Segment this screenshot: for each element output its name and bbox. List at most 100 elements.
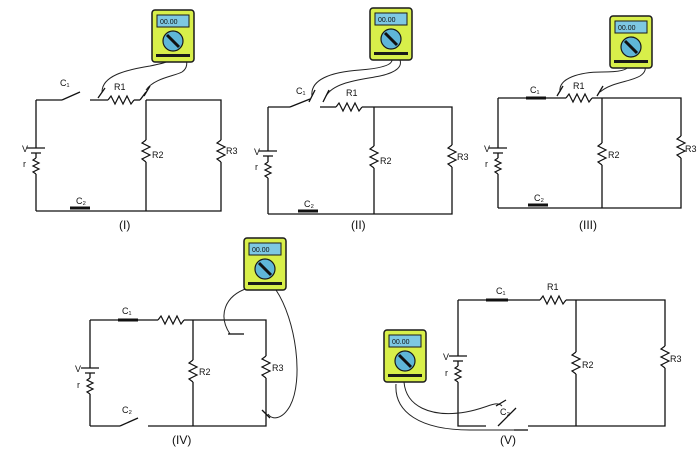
probe-tip (97, 87, 106, 99)
resistor-r2 (596, 142, 608, 166)
label-r2: R2 (152, 150, 164, 160)
multimeter-icon: 00.00 (243, 237, 287, 291)
battery-cell (489, 147, 507, 154)
label-r: r (485, 159, 488, 169)
meter-display: 00.00 (252, 247, 270, 254)
label-c2: C₂ (500, 407, 510, 417)
battery-cell (27, 147, 45, 154)
resistor-r1 (335, 101, 363, 113)
battery-cell (259, 150, 277, 157)
probe-tip (322, 89, 330, 103)
label-r2: R2 (380, 156, 392, 166)
probe-lead (311, 59, 393, 97)
resistor-r-internal (493, 157, 503, 175)
probe-lead (395, 383, 520, 431)
label-c1: C₁ (530, 85, 540, 95)
probe-lead (101, 57, 172, 93)
multimeter-icon: 00.00 (383, 329, 427, 383)
label-r: r (255, 162, 258, 172)
circuit-5: C₁ R1 R2 R3 V r C₂ (V) 00.00 (383, 282, 682, 447)
resistor-r1 (107, 94, 135, 106)
label-v: V (484, 144, 490, 154)
meter-display: 00.00 (618, 25, 636, 32)
label-r: r (445, 368, 448, 378)
meter-display: 00.00 (378, 17, 396, 24)
label-r3: R3 (226, 146, 238, 156)
label-c1: C₁ (60, 78, 70, 88)
label-v: V (75, 364, 81, 374)
multimeter-icon: 00.00 (369, 7, 413, 61)
label-r2: R2 (608, 150, 620, 160)
resistor-r2 (368, 145, 380, 169)
probe-tip (556, 85, 564, 97)
resistor-r3 (446, 144, 458, 168)
label-c1: C₁ (296, 86, 306, 96)
probe-lead (559, 65, 629, 93)
resistor-r1 (565, 92, 593, 104)
label-c1: C₁ (496, 286, 506, 296)
numeral-v: (V) (500, 433, 516, 447)
probe-tip (261, 409, 271, 419)
label-c2: C₂ (122, 405, 132, 415)
resistor-r2 (187, 359, 199, 383)
circuit-1: C₁ R1 R2 R3 V r C₂ (I) 00.00 (22, 9, 238, 232)
label-c2: C₂ (534, 193, 544, 203)
multimeter-icon: 00.00 (609, 15, 653, 69)
switch-c2 (497, 407, 517, 427)
multimeter-icon: 00.00 (151, 9, 195, 63)
circuit-4: C₁ R2 R3 V r C₂ (IV) 00.00 (75, 237, 298, 447)
numeral-ii: (II) (351, 218, 366, 232)
probe-lead (403, 381, 503, 414)
label-r2: R2 (199, 367, 211, 377)
resistor-r-internal (453, 365, 463, 383)
resistor-r2 (140, 139, 152, 163)
label-r3: R3 (670, 354, 682, 364)
label-r1: R1 (114, 82, 126, 92)
resistor-r3 (659, 345, 671, 369)
label-c2: C₂ (304, 199, 314, 209)
resistor-r-internal (85, 377, 95, 395)
probe-lead (267, 289, 298, 419)
probe-tip (495, 399, 507, 407)
resistor-r1 (539, 294, 567, 306)
label-r3: R3 (272, 363, 284, 373)
resistor-r3 (675, 135, 687, 159)
probe-lead (325, 59, 401, 97)
label-r1: R1 (346, 88, 358, 98)
resistor-r3 (260, 355, 272, 379)
resistor-r-internal (31, 157, 41, 175)
label-v: V (22, 144, 28, 154)
switch-c2 (119, 417, 139, 427)
label-c2: C₂ (76, 196, 86, 206)
resistor-r1 (157, 314, 185, 326)
label-r: r (77, 380, 80, 390)
probe-tip (143, 85, 151, 97)
label-r: r (23, 159, 26, 169)
numeral-iv: (IV) (172, 433, 191, 447)
probe-lead (223, 286, 263, 335)
label-v: V (443, 352, 449, 362)
label-c1: C₁ (122, 306, 132, 316)
meter-display: 00.00 (392, 339, 410, 346)
battery-cell (449, 355, 467, 362)
probe-tip (596, 85, 604, 97)
probe-lead (145, 57, 188, 91)
circuit-2: C₁ R1 R2 R3 V r C₂ (II) 00.00 (254, 7, 469, 232)
label-v: V (254, 147, 260, 157)
meter-display: 00.00 (160, 19, 178, 26)
label-r3: R3 (457, 152, 469, 162)
resistor-r2 (570, 351, 582, 375)
switch-c1 (289, 98, 311, 108)
resistor-r-internal (263, 161, 273, 179)
numeral-i: (I) (119, 218, 130, 232)
switch-c1 (61, 91, 81, 101)
probe-tip (308, 89, 316, 103)
label-r1: R1 (573, 81, 585, 91)
battery-cell (81, 367, 99, 374)
label-r2: R2 (582, 360, 594, 370)
label-r1: R1 (547, 282, 559, 292)
numeral-iii: (III) (579, 218, 597, 232)
label-r3: R3 (685, 144, 697, 154)
circuit-3: C₁ R1 R2 R3 V r C₂ (III) 00.00 (484, 15, 697, 232)
